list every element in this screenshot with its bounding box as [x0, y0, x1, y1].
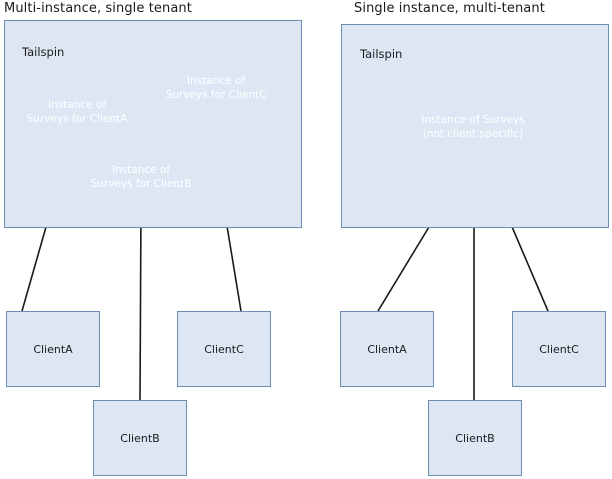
left-client-b: ClientB	[93, 400, 187, 476]
instance-shared-line1: Instance of Surveys	[421, 114, 525, 126]
instance-clientb: Instance of Surveys for ClientB	[84, 157, 198, 197]
left-client-b-label: ClientB	[120, 431, 160, 445]
instance-clienta-line1: Instance of	[47, 99, 107, 111]
left-tailspin-container	[4, 20, 302, 228]
right-tailspin-container	[341, 24, 609, 228]
instance-clienta-line2: Surveys for ClientA	[26, 113, 128, 125]
left-client-c-label: ClientC	[204, 342, 244, 356]
arrow-clientb-to-instance	[140, 205, 141, 401]
instance-clientb-line1: Instance of	[111, 164, 171, 176]
right-client-c-label: ClientC	[539, 342, 579, 356]
instance-clienta: Instance of Surveys for ClientA	[18, 88, 136, 136]
right-client-a: ClientA	[340, 311, 434, 387]
right-client-a-label: ClientA	[367, 342, 407, 356]
instance-clientc-line1: Instance of	[186, 75, 246, 87]
right-tailspin-label: Tailspin	[360, 47, 403, 61]
instance-clientb-line2: Surveys for ClientB	[90, 178, 192, 190]
instance-clientc-line2: Surveys for ClientC	[165, 89, 267, 101]
left-tailspin-label: Tailspin	[22, 45, 65, 59]
instance-clientc: Instance of Surveys for ClientC	[158, 64, 274, 112]
right-panel-title: Single instance, multi-tenant	[354, 1, 545, 16]
left-client-a-label: ClientA	[33, 342, 73, 356]
right-client-c: ClientC	[512, 311, 606, 387]
right-client-b-label: ClientB	[455, 431, 495, 445]
left-client-a: ClientA	[6, 311, 100, 387]
instance-shared: Instance of Surveys (not client specific…	[417, 103, 529, 151]
right-client-b: ClientB	[428, 400, 522, 476]
left-client-c: ClientC	[177, 311, 271, 387]
instance-shared-line2: (not client specific)	[422, 128, 524, 140]
left-panel-title: Multi-instance, single tenant	[4, 1, 192, 16]
